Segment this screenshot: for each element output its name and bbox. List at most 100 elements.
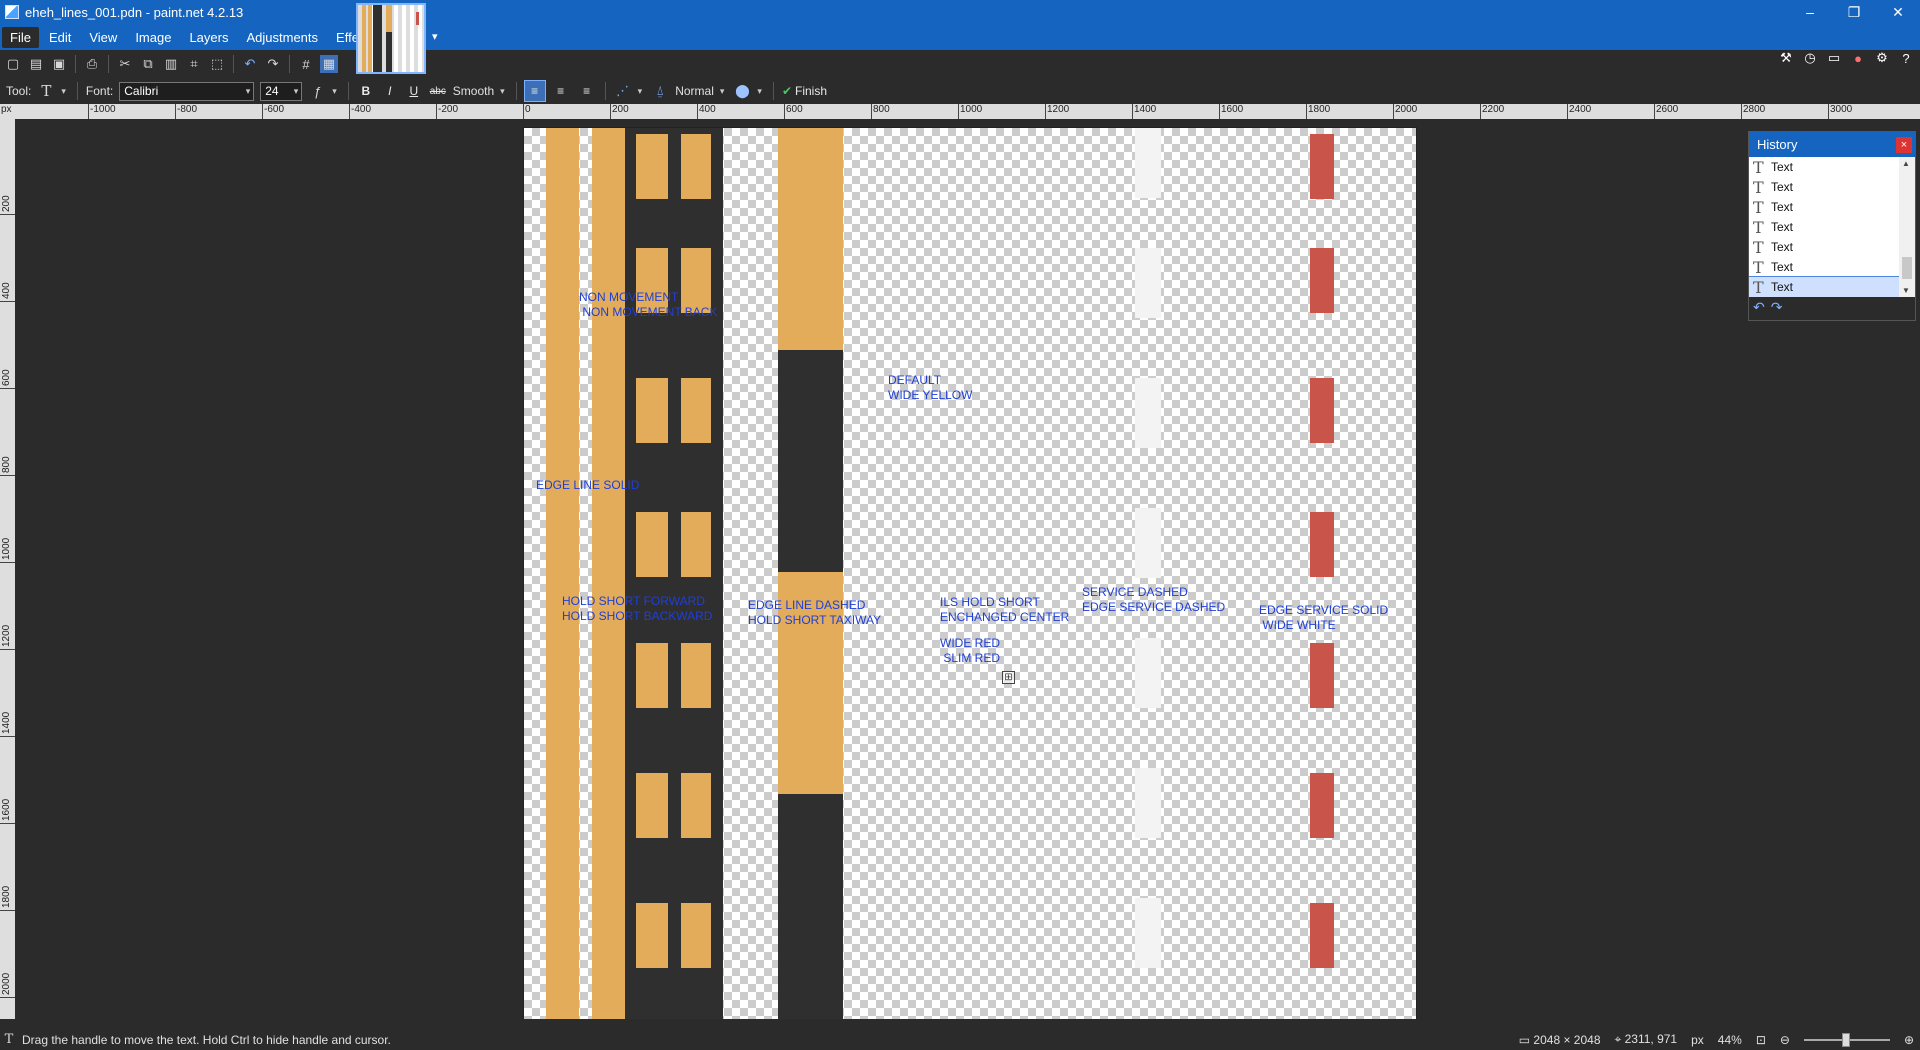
ruler-tick <box>1393 104 1394 119</box>
zoom-in-icon[interactable]: ⊕ <box>1903 1032 1914 1047</box>
history-scrollbar[interactable]: ▲ ▼ <box>1899 157 1915 297</box>
label-ils-hold-short[interactable]: ILS HOLD SHORT ENCHANGED CENTER <box>940 595 1070 624</box>
dark-segment <box>778 350 843 572</box>
align-center-button[interactable]: ≡ <box>557 84 565 98</box>
label-default-wide-yellow[interactable]: DEFAULT WIDE YELLOW <box>888 373 973 402</box>
blend-mode-icon[interactable]: ⍙ <box>656 83 665 98</box>
red-dash <box>1310 134 1334 199</box>
history-close-button[interactable]: × <box>1896 137 1912 153</box>
paste-icon[interactable]: ▥ <box>164 56 178 71</box>
menu-file[interactable]: File <box>2 26 39 48</box>
colors-window-icon[interactable]: ● <box>1854 50 1862 66</box>
label-hold-short[interactable]: HOLD SHORT FORWARD HOLD SHORT BACKWARD <box>562 594 713 623</box>
hold-short-dash <box>636 378 668 443</box>
font-size-select[interactable]: 24 ▾ <box>260 81 303 101</box>
print-icon[interactable]: ⎙ <box>86 56 98 71</box>
scroll-thumb[interactable] <box>1902 257 1912 279</box>
zoom-slider[interactable] <box>1803 1032 1890 1047</box>
image-thumbnail-tab[interactable] <box>356 3 426 74</box>
undo-icon[interactable]: ↶ <box>244 56 256 71</box>
strikethrough-button[interactable]: abc <box>429 85 446 97</box>
italic-button[interactable]: I <box>388 84 392 98</box>
crop-to-selection-icon[interactable]: ⌗ <box>190 56 198 71</box>
finish-button[interactable]: ✔Finish <box>782 84 827 98</box>
zoom-out-icon[interactable]: ⊖ <box>1779 1032 1790 1047</box>
antialias-dropdown-icon[interactable]: ▾ <box>500 85 505 96</box>
scroll-up-icon[interactable]: ▲ <box>1902 159 1910 168</box>
history-window-icon[interactable]: ◷ <box>1804 50 1816 65</box>
blend-mode-select[interactable]: Normal <box>675 84 714 98</box>
deselect-icon[interactable]: ⬚ <box>210 56 224 71</box>
antialiasing-icon[interactable]: ⋰ <box>616 83 630 98</box>
antialias-select[interactable]: Smooth <box>452 84 495 98</box>
ruler-tick <box>1828 104 1829 119</box>
label-edge-line-dashed[interactable]: EDGE LINE DASHED HOLD SHORT TAXIWAY <box>748 598 882 627</box>
menu-adjustments[interactable]: Adjustments <box>246 29 319 45</box>
alpha-dropdown-icon[interactable]: ▾ <box>757 85 762 96</box>
ruler-tick-label: 1200 <box>1047 104 1070 115</box>
ruler-toggle-icon[interactable]: ▦ <box>320 55 338 73</box>
underline-button[interactable]: U <box>409 84 419 98</box>
menu-view[interactable]: View <box>89 29 118 45</box>
label-edge-line-solid[interactable]: EDGE LINE SOLID <box>536 478 640 492</box>
font-rendering-icon[interactable]: ƒ <box>313 83 321 99</box>
alpha-blending-icon[interactable]: ⬤ <box>735 83 750 98</box>
settings-gear-icon[interactable]: ⚙ <box>1876 50 1888 65</box>
menu-layers[interactable]: Layers <box>189 29 229 45</box>
close-button[interactable]: ✕ <box>1892 3 1904 20</box>
tool-dropdown-icon[interactable]: ▾ <box>61 85 66 96</box>
redo-icon[interactable]: ↷ <box>267 56 279 71</box>
copy-icon[interactable]: ⧉ <box>143 56 153 71</box>
toolbar-divider <box>772 82 774 100</box>
label-red-lines[interactable]: WIDE RED SLIM RED <box>940 636 1001 665</box>
font-rendering-dropdown-icon[interactable]: ▾ <box>332 85 337 96</box>
menu-image[interactable]: Image <box>135 29 172 45</box>
label-service-dashed[interactable]: SERVICE DASHED EDGE SERVICE DASHED <box>1082 585 1226 614</box>
open-file-icon[interactable]: ▤ <box>29 56 43 71</box>
canvas-workspace[interactable]: NON MOVEMENT NON MOVEMENT BACK DEFAULT W… <box>15 119 1920 1019</box>
maximize-button[interactable]: ❐ <box>1847 3 1861 20</box>
menu-edit[interactable]: Edit <box>48 29 72 45</box>
label-edge-service-solid[interactable]: EDGE SERVICE SOLID WIDE WHITE <box>1259 603 1389 632</box>
font-family-select[interactable]: Calibri ▾ <box>119 81 255 101</box>
zoom-value[interactable]: 44% <box>1717 1032 1742 1047</box>
save-file-icon[interactable]: ▣ <box>52 56 66 71</box>
ruler-tick-label: 1600 <box>1 798 12 821</box>
text-move-handle[interactable]: ⊞ <box>1002 671 1015 684</box>
thumbnail-dropdown-icon[interactable]: ▾ <box>432 31 438 43</box>
history-redo-icon[interactable]: ↷ <box>1770 299 1783 315</box>
zoom-slider-knob[interactable] <box>1841 1032 1850 1047</box>
layers-window-icon[interactable]: ▭ <box>1827 50 1841 65</box>
antialiasing-dropdown-icon[interactable]: ▾ <box>637 85 643 96</box>
blend-mode-dropdown-icon[interactable]: ▾ <box>719 85 725 96</box>
image-canvas[interactable]: NON MOVEMENT NON MOVEMENT BACK DEFAULT W… <box>523 127 1417 1019</box>
text-tool-icon[interactable]: T <box>41 82 52 100</box>
units-select[interactable]: px <box>1691 1032 1704 1047</box>
tools-window-icon[interactable]: ⚒ <box>1780 50 1792 65</box>
font-family-value: Calibri <box>124 84 159 98</box>
new-file-icon[interactable]: ▢ <box>6 56 20 71</box>
text-tool-icon: T <box>4 1032 14 1047</box>
history-undo-icon[interactable]: ↶ <box>1753 299 1765 315</box>
cut-icon[interactable]: ✂ <box>119 56 131 71</box>
align-left-button[interactable]: ≡ <box>523 80 546 102</box>
minimize-button[interactable]: – <box>1806 4 1814 20</box>
help-icon[interactable]: ? <box>1902 50 1910 66</box>
bold-button[interactable]: B <box>361 84 371 98</box>
zoom-to-window-icon[interactable]: ⊡ <box>1755 1032 1766 1047</box>
label-non-movement[interactable]: NON MOVEMENT NON MOVEMENT BACK <box>579 290 718 319</box>
align-right-button[interactable]: ≡ <box>583 84 591 98</box>
ruler-unit-label: px <box>1 104 12 115</box>
grid-toggle-icon[interactable]: # <box>302 56 310 72</box>
ruler-tick-label: 2600 <box>1656 104 1679 115</box>
ruler-tick <box>175 104 176 119</box>
red-dash <box>1310 378 1334 443</box>
scroll-down-icon[interactable]: ▼ <box>1902 286 1910 295</box>
